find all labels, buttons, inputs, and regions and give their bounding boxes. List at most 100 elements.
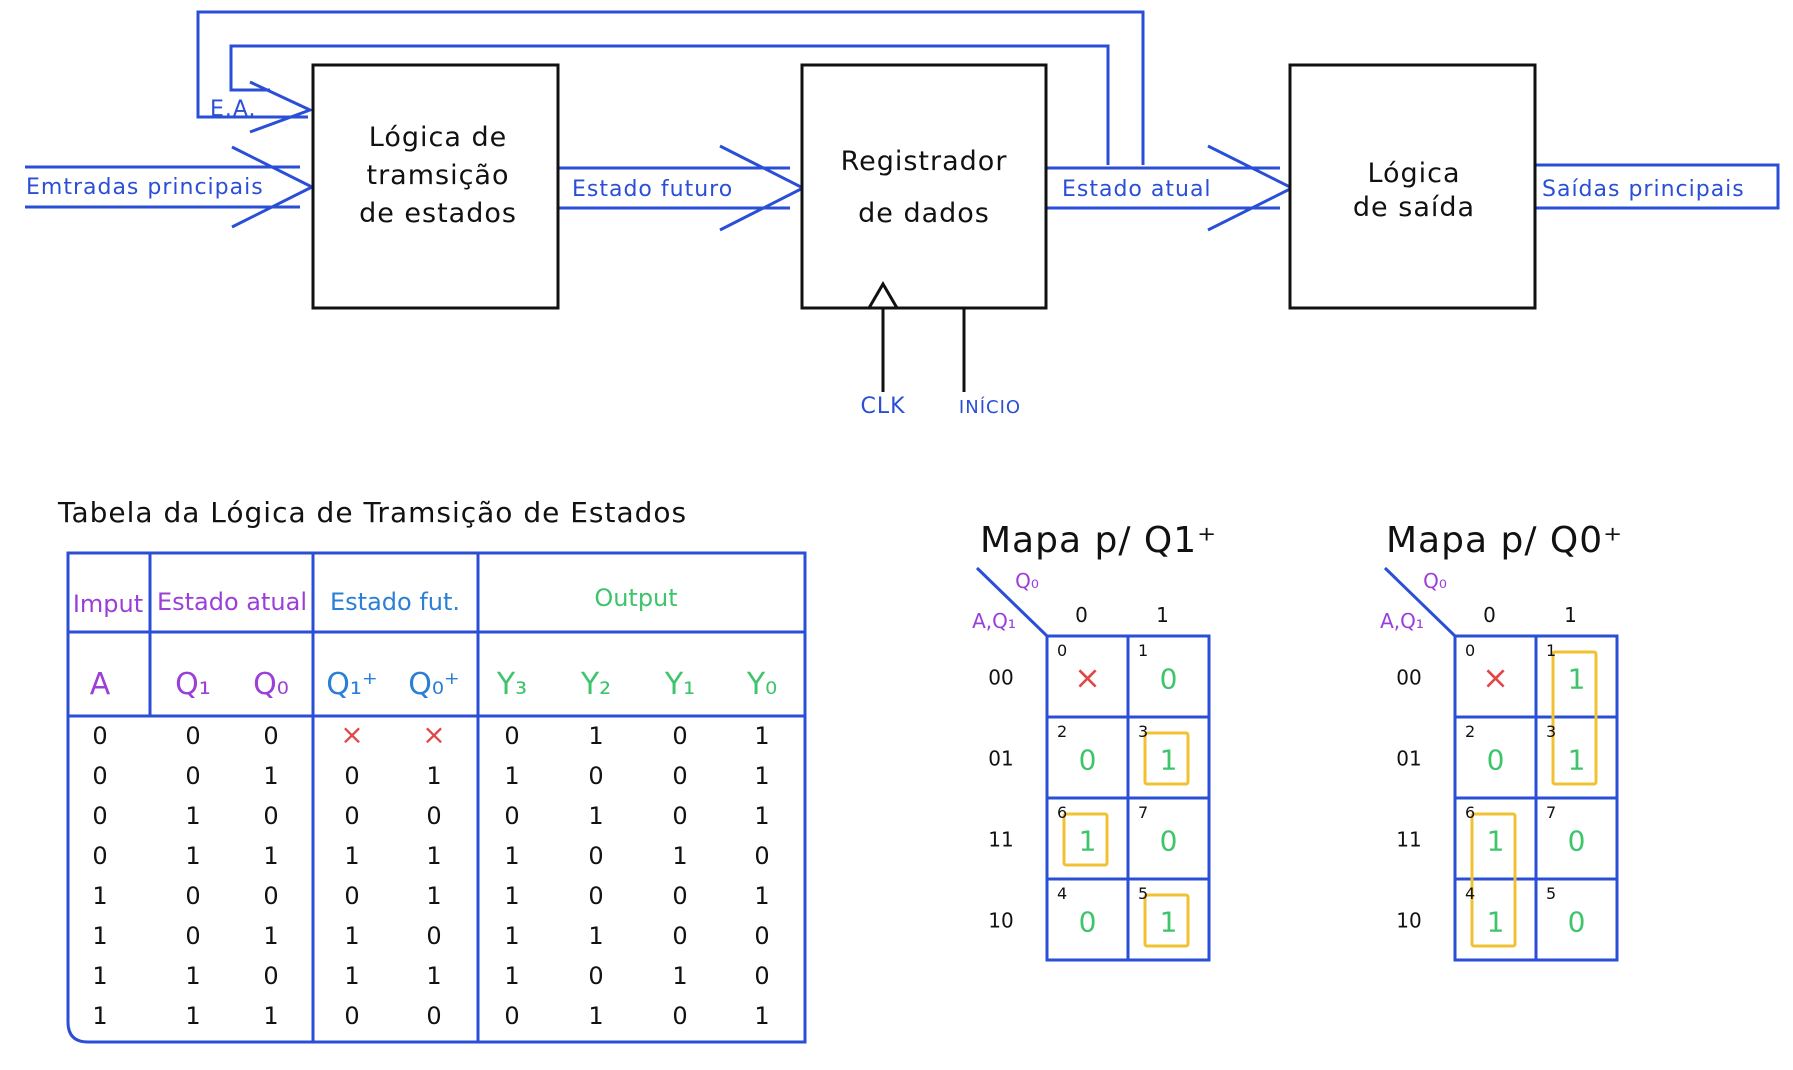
table-cell-r0-c2: 0 (263, 722, 278, 750)
kmap-row-label: 11 (988, 828, 1013, 852)
table-cell-r5-c8: 0 (754, 922, 769, 950)
table-cell-r0-c5: 0 (504, 722, 519, 750)
table-cell-r7-c5: 0 (504, 1002, 519, 1030)
transition-logic-box (311, 63, 560, 310)
kmap-row-var: A,Q₁ (972, 609, 1016, 633)
table-cell-r3-c6: 0 (588, 842, 603, 870)
table-cell-r6-c3: 1 (344, 962, 359, 990)
kmap-cell-index: 5 (1138, 884, 1148, 903)
init-label: INÍCIO (959, 396, 1021, 418)
kmap-cell (1126, 877, 1211, 962)
table-cell-r7-c2: 1 (263, 1002, 278, 1030)
table-cell-r3-c3: 1 (344, 842, 359, 870)
table-cell-r4-c8: 1 (754, 882, 769, 910)
transition-logic-line-3: de estados (359, 198, 517, 229)
kmap-row-label: 01 (988, 747, 1013, 771)
table-cell-r7-c1: 1 (185, 1002, 200, 1030)
col-header-5: Y₃ (496, 667, 527, 702)
col-header-0: A (90, 667, 111, 702)
col-header-6: Y₂ (580, 667, 611, 702)
col-header-1: Q₁ (175, 667, 211, 702)
kmap-row-label: 10 (988, 909, 1013, 933)
header-current-state: Estado atual (157, 588, 307, 616)
output-logic-box (1288, 63, 1537, 310)
kmap-cell-index: 4 (1465, 884, 1475, 903)
kmap-cell-index: 0 (1057, 641, 1067, 660)
table-cell-r4-c5: 1 (504, 882, 519, 910)
table-cell-r6-c8: 0 (754, 962, 769, 990)
table-cell-r1-c0: 0 (92, 762, 107, 790)
table-cell-r1-c5: 1 (504, 762, 519, 790)
table-cell-r2-c0: 0 (92, 802, 107, 830)
col-header-3: Q₁⁺ (326, 667, 377, 702)
table-cell-r6-c5: 1 (504, 962, 519, 990)
col-header-4: Q₀⁺ (408, 667, 459, 702)
kmap-group (1143, 731, 1190, 786)
ea-label: E.A. (210, 97, 257, 122)
kmap-cell-value: 0 (1568, 825, 1586, 858)
kmap-title: Mapa p/ Q0⁺ (1386, 520, 1623, 561)
table-cell-r3-c0: 0 (92, 842, 107, 870)
table-cell-r1-c1: 0 (185, 762, 200, 790)
kmap-cell-index: 6 (1057, 803, 1067, 822)
kmap-cell-value: × (1074, 659, 1101, 697)
table-cell-r3-c4: 1 (426, 842, 441, 870)
kmap-row-label: 00 (988, 666, 1013, 690)
kmap-row-label: 10 (1396, 909, 1421, 933)
kmap-row-label: 01 (1396, 747, 1421, 771)
kmap-cell-value: 1 (1568, 663, 1586, 696)
kmap-diagonal (975, 566, 1049, 638)
kmap-cell-value: 1 (1079, 825, 1097, 858)
table-cell-r5-c6: 1 (588, 922, 603, 950)
kmap-cell-value: 0 (1160, 663, 1178, 696)
kmap-col-var: Q₀ (1015, 569, 1039, 593)
kmap-cell-value: 0 (1079, 906, 1097, 939)
table-cell-r2-c2: 0 (263, 802, 278, 830)
table-cell-r1-c7: 0 (672, 762, 687, 790)
table-cell-r1-c6: 0 (588, 762, 603, 790)
output-logic-line-1: Lógica (1367, 158, 1460, 189)
table-cell-r0-c1: 0 (185, 722, 200, 750)
table-cell-r1-c2: 1 (263, 762, 278, 790)
main-outputs-arrow (1535, 163, 1780, 210)
table-cell-r5-c2: 1 (263, 922, 278, 950)
table-title: Tabela da Lógica de Tramsição de Estados (57, 496, 687, 529)
table-cell-r5-c3: 1 (344, 922, 359, 950)
kmap-cell (1534, 877, 1619, 962)
table-cell-r7-c0: 1 (92, 1002, 107, 1030)
kmap-cell-value: 0 (1160, 825, 1178, 858)
kmap-group (1062, 812, 1109, 867)
table-cell-r4-c2: 0 (263, 882, 278, 910)
data-register-box (800, 63, 1048, 310)
table-cell-r0-c8: 1 (754, 722, 769, 750)
col-header-8: Y₀ (746, 667, 777, 702)
table-cell-r7-c8: 1 (754, 1002, 769, 1030)
kmap-cell-index: 7 (1138, 803, 1148, 822)
kmap-row-label: 00 (1396, 666, 1421, 690)
table-cell-r2-c5: 0 (504, 802, 519, 830)
table-cell-r4-c1: 0 (185, 882, 200, 910)
header-input: Imput (73, 590, 143, 618)
table-cell-r4-c0: 1 (92, 882, 107, 910)
table-cell-r4-c6: 0 (588, 882, 603, 910)
kmap-cell-value: 1 (1487, 906, 1505, 939)
kmap-cell-index: 1 (1546, 641, 1556, 660)
table-cell-r3-c7: 1 (672, 842, 687, 870)
kmap-row-var: A,Q₁ (1380, 609, 1424, 633)
kmap-group (1551, 650, 1598, 786)
kmap-cell-index: 2 (1465, 722, 1475, 741)
table-cell-r0-c6: 1 (588, 722, 603, 750)
table-cell-r1-c4: 1 (426, 762, 441, 790)
table-cell-r7-c3: 0 (344, 1002, 359, 1030)
kmap-cell-index: 5 (1546, 884, 1556, 903)
header-future-state: Estado fut. (330, 588, 460, 616)
kmap-col-label: 0 (1483, 603, 1496, 627)
table-cell-r3-c8: 0 (754, 842, 769, 870)
kmap-row-label: 11 (1396, 828, 1421, 852)
kmap-cell-value: 0 (1079, 744, 1097, 777)
table-cell-r1-c3: 0 (344, 762, 359, 790)
table-cell-r7-c4: 0 (426, 1002, 441, 1030)
table-cell-r0-c4: × (422, 718, 445, 751)
